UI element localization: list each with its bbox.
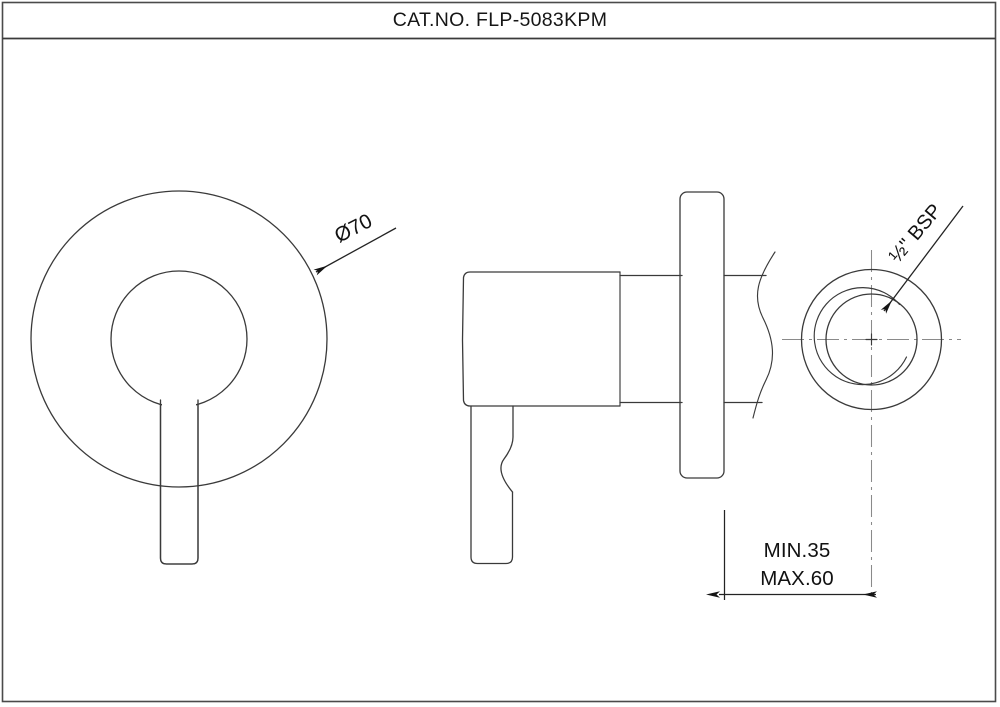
center-mark xyxy=(865,333,878,346)
outer-boss xyxy=(800,268,943,411)
valve-body xyxy=(461,271,621,407)
side-section-view xyxy=(461,191,776,565)
projection-dimension: MIN.35 MAX.60 xyxy=(706,510,877,600)
end-view xyxy=(782,250,961,596)
thread-circle xyxy=(813,287,908,386)
diameter-leader-line xyxy=(313,227,397,276)
diameter-label: Ø70 xyxy=(331,209,376,247)
dimension-min-label: MIN.35 xyxy=(764,539,831,562)
thread-leader-line xyxy=(880,205,964,314)
pipe-stub xyxy=(723,274,767,404)
break-line xyxy=(752,251,776,419)
thread-minor-circle xyxy=(825,293,918,386)
escutcheon-plate xyxy=(30,190,328,488)
wall-flange xyxy=(679,191,725,479)
diameter-annotation: Ø70 xyxy=(313,209,397,276)
front-elevation-view xyxy=(30,190,328,565)
handle-hub xyxy=(110,270,248,408)
page-title: CAT.NO. FLP-5083KPM xyxy=(393,9,608,31)
thread-label: ½" BSP xyxy=(885,200,946,267)
dimension-max-label: MAX.60 xyxy=(760,567,834,590)
lever-handle xyxy=(159,399,199,565)
lever-stem xyxy=(470,405,514,565)
thread-annotation: ½" BSP xyxy=(880,200,964,314)
valve-shaft xyxy=(619,271,683,407)
lever-hub-junction-mask xyxy=(162,402,196,414)
